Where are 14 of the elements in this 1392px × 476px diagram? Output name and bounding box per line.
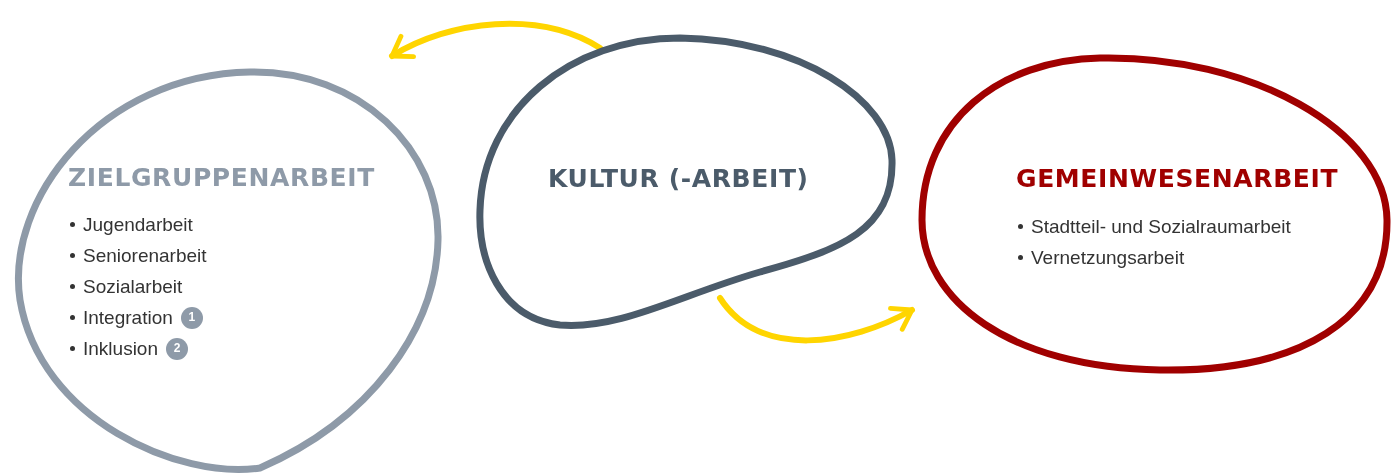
callout-number: 2 (166, 337, 188, 360)
curved-arrow (717, 295, 915, 344)
heading: GEMEINWESENARBEIT (1016, 163, 1339, 195)
list-item: Integration (83, 306, 173, 330)
curved-arrow (389, 20, 603, 61)
callout-number: 1 (180, 306, 203, 329)
heading: KULTUR (-ARBEIT) (548, 163, 809, 195)
list-item: Seniorenarbeit (83, 244, 207, 268)
heading: ZIELGRUPPENARBEIT (68, 162, 375, 194)
list-item: Stadtteil- und Sozialraumarbeit (1031, 215, 1291, 239)
list-item: Inklusion (83, 337, 158, 361)
list-item: Vernetzungsarbeit (1031, 246, 1185, 270)
list-item: Jugendarbeit (83, 213, 193, 237)
list-item: Sozialarbeit (83, 275, 183, 299)
